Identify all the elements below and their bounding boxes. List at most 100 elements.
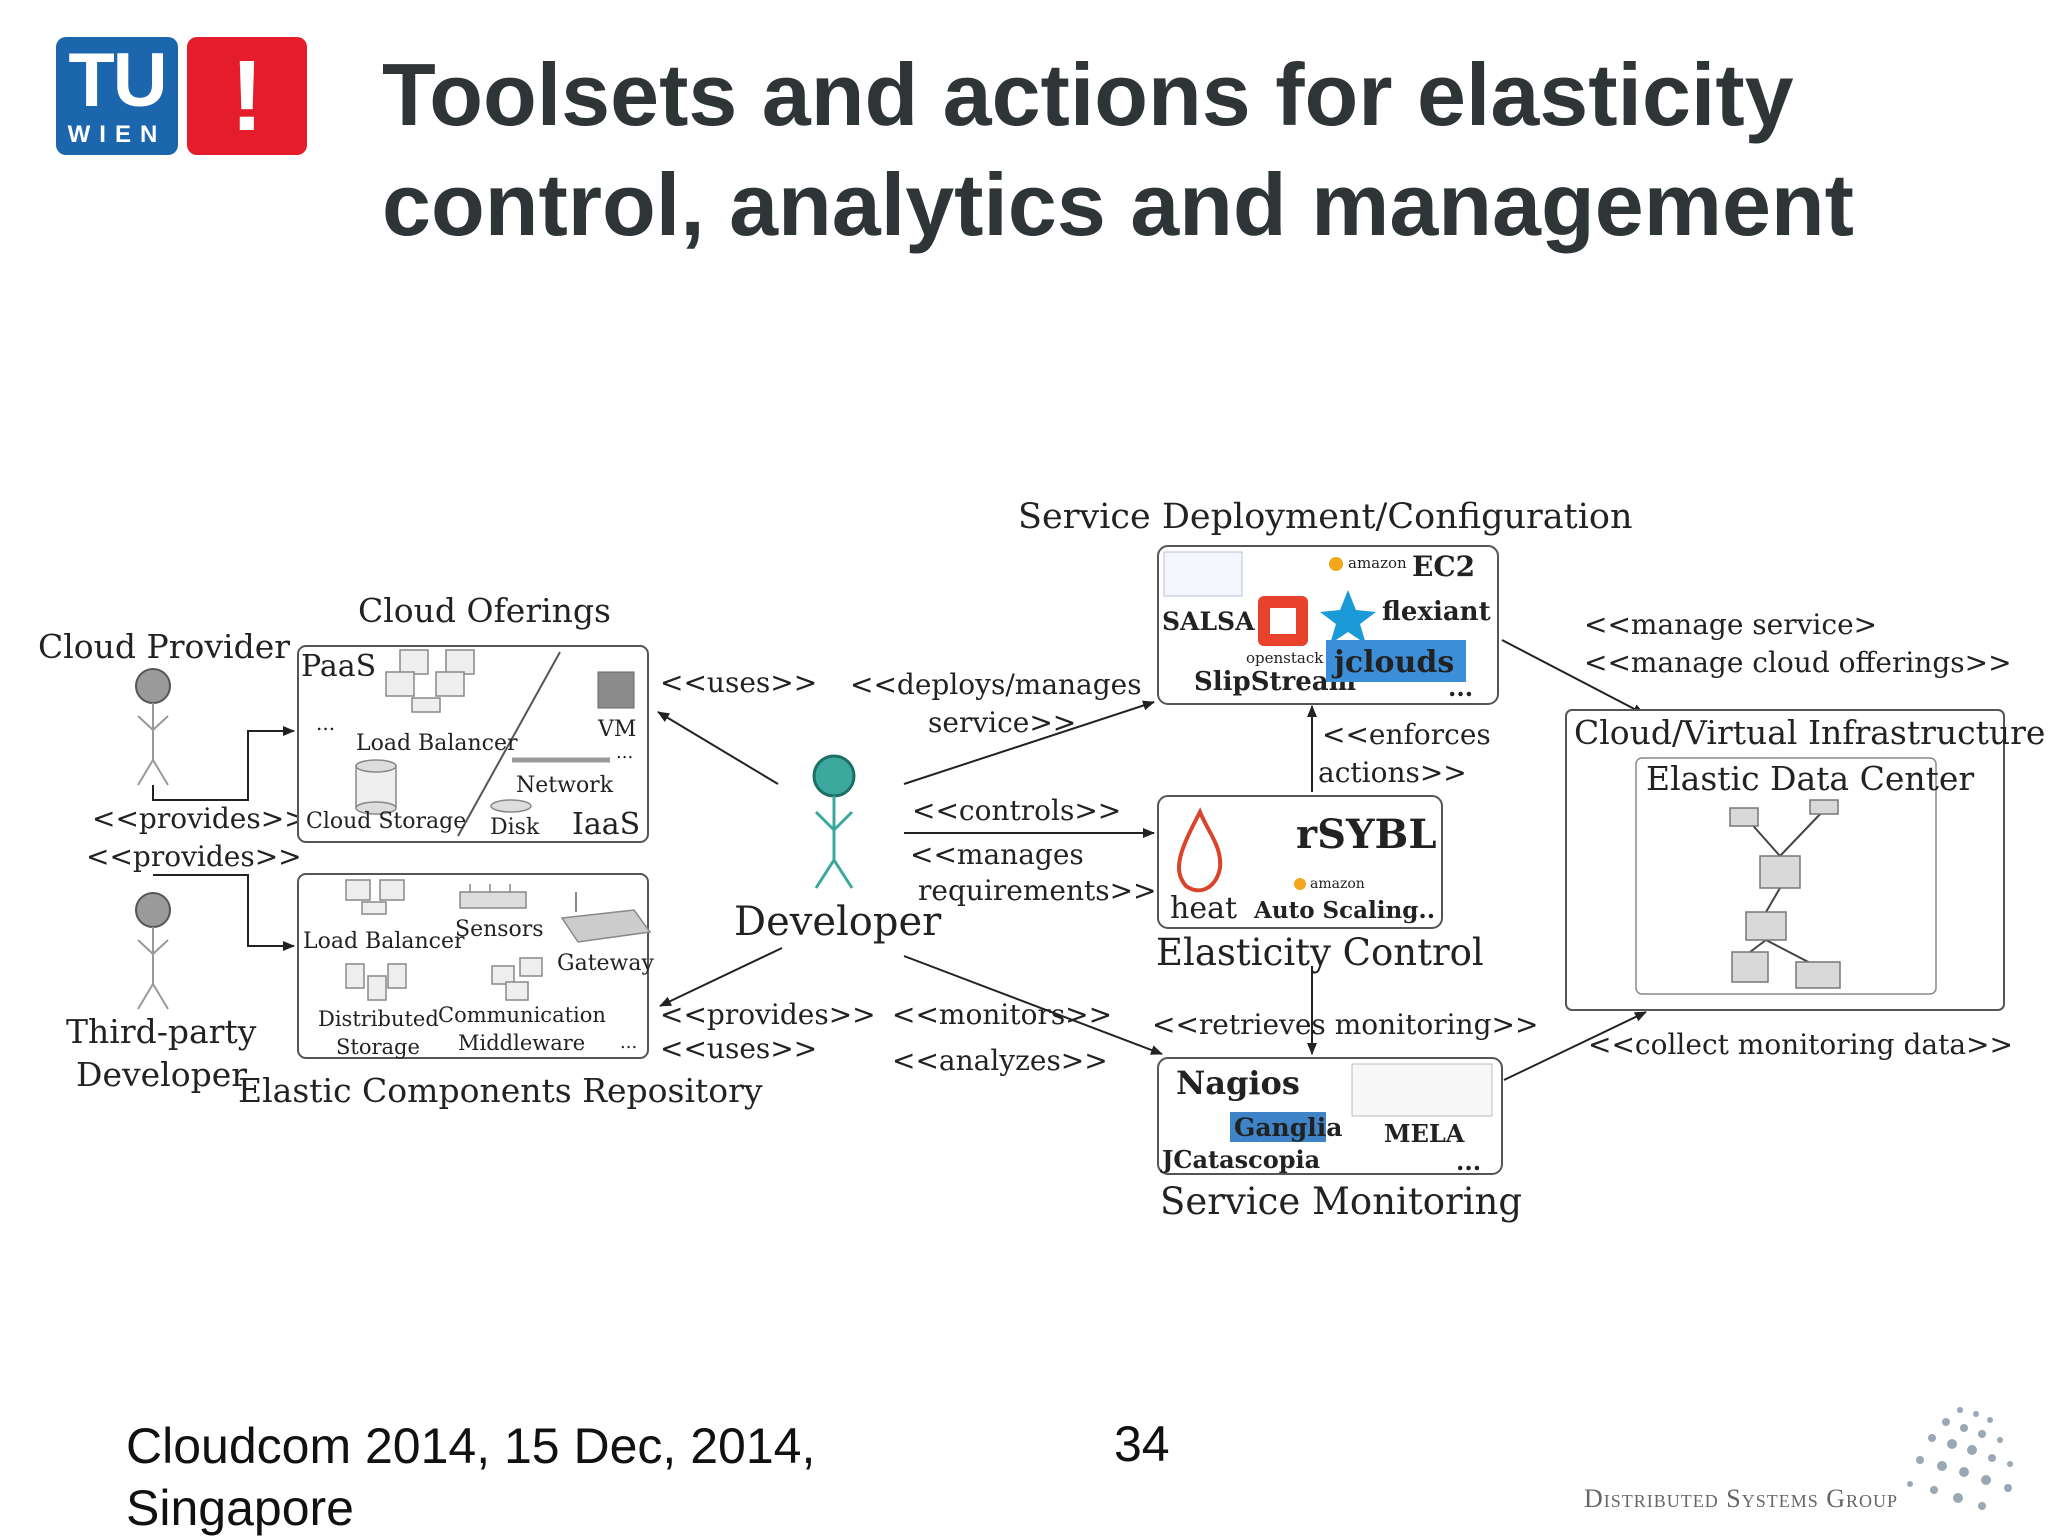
mela-screenshot-icon bbox=[1351, 1063, 1493, 1117]
provides-connectors bbox=[152, 726, 295, 951]
communication-label-1: Communication bbox=[438, 1003, 606, 1027]
jclouds-label: jclouds bbox=[1331, 645, 1454, 680]
repository-title: Elastic Components Repository bbox=[238, 1071, 763, 1110]
enforces-label-1: <<enforces bbox=[1322, 718, 1491, 751]
provides-label-1: <<provides>> bbox=[92, 802, 308, 835]
slide-title-line1: Toolsets and actions for elasticity bbox=[382, 45, 1794, 144]
developer-connectors bbox=[657, 700, 1163, 1055]
heat-flame-icon bbox=[1177, 807, 1223, 893]
deploys-label-2: service>> bbox=[928, 706, 1076, 739]
jclouds-badge bbox=[1326, 640, 1466, 682]
disk-icon bbox=[490, 799, 532, 813]
distributed-label-1: Distributed bbox=[318, 1007, 439, 1031]
openstack-icon bbox=[1258, 596, 1308, 646]
monitoring-title: Service Monitoring bbox=[1160, 1180, 1522, 1223]
logo-wien-text: WIEN bbox=[67, 121, 167, 148]
elastic-data-center-label: Elastic Data Center bbox=[1646, 759, 1974, 798]
vm-icon bbox=[597, 671, 635, 709]
ganglia-badge bbox=[1230, 1112, 1326, 1142]
retrieves-label: <<retrieves monitoring>> bbox=[1152, 1008, 1538, 1041]
dsg-dots-logo-icon bbox=[1907, 1407, 2013, 1510]
tu-wien-exclaim-logo: ! bbox=[187, 37, 307, 155]
slide-title-line2: control, analytics and management bbox=[382, 155, 1854, 254]
network-label: Network bbox=[516, 773, 614, 798]
uses-bottom-label: <<uses>> bbox=[660, 1032, 817, 1065]
manages-req-label-2: requirements>> bbox=[918, 874, 1157, 907]
gateway-label: Gateway bbox=[557, 951, 654, 976]
cloud-storage-label: Cloud Storage bbox=[306, 809, 466, 834]
cloud-provider-label: Cloud Provider bbox=[38, 627, 290, 666]
nagios-label: Nagios bbox=[1176, 1064, 1300, 1102]
repo-load-balancer-label: Load Balancer bbox=[303, 929, 465, 954]
elasticity-title: Elasticity Control bbox=[1156, 931, 1484, 974]
provides-bottom-label: <<provides>> bbox=[660, 998, 876, 1031]
cloud-offerings-title: Cloud Oferings bbox=[358, 591, 611, 630]
deployment-ellipsis: ... bbox=[1448, 673, 1473, 702]
developer-label: Developer bbox=[734, 899, 942, 945]
collect-label: <<collect monitoring data>> bbox=[1588, 1028, 2013, 1061]
jcatascopia-label: JCatascopia bbox=[1160, 1145, 1320, 1174]
salsa-screenshot-icon bbox=[1163, 551, 1243, 597]
logo-tu-text: TU bbox=[68, 38, 167, 123]
enforces-label-2: actions>> bbox=[1318, 756, 1467, 789]
disk-label: Disk bbox=[490, 815, 540, 840]
repo-ellipsis: ... bbox=[620, 1032, 637, 1053]
amazon-autoscaling-icon bbox=[1294, 878, 1306, 890]
auto-scaling-label: Auto Scaling bbox=[1253, 897, 1418, 924]
distributed-label-2: Storage bbox=[336, 1035, 420, 1059]
cloud-provider-actor: Cloud Provider bbox=[38, 627, 290, 786]
manage-service-label: <<manage service> bbox=[1584, 608, 1877, 641]
monitoring-ellipsis: ... bbox=[1456, 1147, 1481, 1176]
page-number: 34 bbox=[1114, 1416, 1170, 1472]
tu-wien-logo: TU WIEN bbox=[56, 37, 178, 155]
deployment-title: Service Deployment/Configuration bbox=[1018, 497, 1633, 537]
controls-label: <<controls>> bbox=[912, 794, 1121, 827]
heat-label: heat bbox=[1170, 891, 1237, 926]
cloud-infrastructure-box: <<manage service> <<manage cloud offerin… bbox=[1501, 608, 2045, 1081]
cloud-storage-icon bbox=[355, 759, 397, 815]
openstack-label: openstack bbox=[1246, 649, 1324, 667]
paas-label: PaaS bbox=[301, 649, 376, 684]
repo-load-balancer-icon bbox=[345, 879, 405, 915]
ec2-label: EC2 bbox=[1412, 550, 1475, 583]
manage-offerings-label: <<manage cloud offerings>> bbox=[1584, 646, 2012, 679]
paas-ellipsis: ... bbox=[316, 711, 335, 735]
elasticity-control-box: <<enforces actions>> heat rSYBL amazon A… bbox=[1156, 705, 1491, 974]
third-party-developer-actor: Third-party Developer bbox=[66, 892, 257, 1094]
ganglia-label: Ganglia bbox=[1234, 1113, 1342, 1142]
communication-middleware-icon bbox=[491, 957, 543, 1001]
amazon-label: amazon bbox=[1348, 554, 1407, 572]
amazon-ec2-icon bbox=[1329, 557, 1343, 571]
load-balancer-icon bbox=[385, 649, 475, 713]
analyzes-label: <<analyzes>> bbox=[892, 1044, 1108, 1077]
vm-label: VM bbox=[597, 717, 636, 742]
gateway-icon bbox=[560, 892, 652, 943]
elastic-components-repository: Load Balancer Sensors Gateway Distribute… bbox=[238, 873, 763, 1110]
cloud-provider-body-icon bbox=[137, 703, 169, 786]
third-party-label-1: Third-party bbox=[66, 1012, 257, 1051]
cloud-offerings-box: Cloud Oferings PaaS IaaS ... Load Balanc… bbox=[297, 591, 649, 843]
distributed-storage-icon bbox=[345, 963, 407, 1001]
infrastructure-title: Cloud/Virtual Infrastructure bbox=[1574, 713, 2045, 752]
provides-label-2: <<provides>> bbox=[86, 840, 302, 873]
elasticity-amazon-label: amazon bbox=[1310, 876, 1365, 892]
distributed-systems-group-label: Distributed Systems Group bbox=[1584, 1484, 1899, 1513]
footer-line2: Singapore bbox=[126, 1480, 354, 1536]
developer-actor: Developer bbox=[734, 754, 942, 945]
developer-head-icon bbox=[812, 754, 856, 798]
infrastructure-connectors bbox=[1501, 639, 1647, 1081]
manages-req-label-1: <<manages bbox=[910, 838, 1084, 871]
third-party-head-icon bbox=[135, 892, 171, 928]
sensors-icon bbox=[459, 884, 527, 909]
uses-top-label: <<uses>> bbox=[660, 666, 817, 699]
monitors-label: <<monitors>> bbox=[892, 998, 1112, 1031]
third-party-body-icon bbox=[137, 927, 169, 1010]
service-deployment-box: Service Deployment/Configuration SALSA o… bbox=[1018, 497, 1633, 705]
deploys-label-1: <<deploys/manages bbox=[850, 668, 1142, 701]
third-party-label-2: Developer bbox=[76, 1055, 247, 1094]
developer-body-icon bbox=[814, 796, 854, 889]
salsa-label: SALSA bbox=[1162, 607, 1255, 636]
slide-title: Toolsets and actions for elasticity cont… bbox=[382, 40, 2022, 260]
flexiant-label: flexiant bbox=[1382, 597, 1491, 627]
